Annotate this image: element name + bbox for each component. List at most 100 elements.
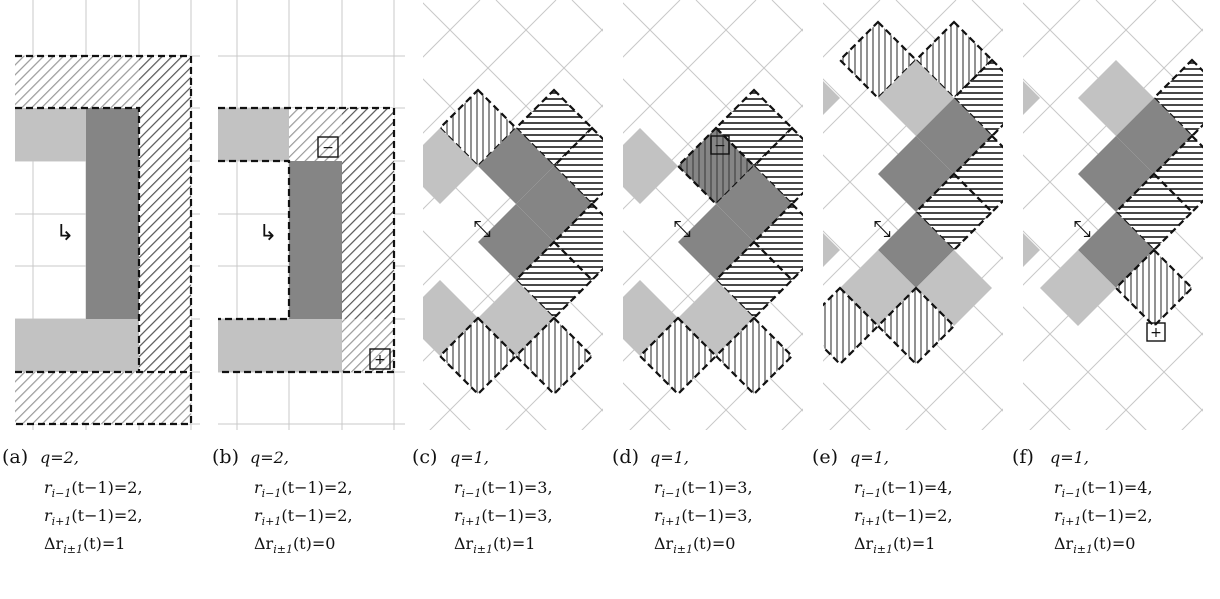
svg-text:−: − [714, 138, 726, 154]
light-cell [823, 81, 840, 115]
caption-r-prev: ri−1(t−1)=4, [1054, 478, 1153, 501]
caption-r-next: ri+1(t−1)=3, [454, 506, 553, 529]
dashed-boundary [438, 316, 518, 396]
light-cell [1040, 250, 1116, 326]
dashed-boundary [1114, 248, 1194, 328]
caption-delta-r: Δri±1(t)=1 [454, 534, 536, 557]
dashed-boundary [218, 106, 396, 374]
dashed-boundary [1152, 58, 1203, 138]
caption-r-next: ri+1(t−1)=2, [254, 506, 353, 529]
caption-q: q=2, [250, 448, 289, 467]
light-cell [15, 108, 86, 161]
caption-letter: (e) [812, 446, 839, 468]
caption-delta-r: Δri±1(t)=1 [854, 534, 936, 557]
plus-marker: + [1146, 322, 1166, 342]
dashed-boundary [514, 88, 594, 168]
hatched-cell [289, 108, 342, 161]
caption-r-prev: ri−1(t−1)=2, [254, 478, 353, 501]
hatched-cell [15, 56, 139, 108]
caption-q: q=2, [40, 448, 79, 467]
dashed-boundary [638, 316, 718, 396]
dashed-boundary [714, 88, 794, 168]
dashed-boundary [876, 286, 956, 366]
dashed-boundary [1114, 172, 1194, 252]
panel-a [15, 0, 200, 430]
caption-delta-r: Δri±1(t)=1 [44, 534, 126, 557]
minus-marker: − [710, 135, 730, 155]
caption-q: q=1, [850, 448, 889, 467]
hatched-cell [342, 319, 394, 372]
light-cell [823, 233, 840, 267]
caption-delta-r: Δri±1(t)=0 [254, 534, 336, 557]
dashed-boundary [514, 316, 594, 396]
minus-marker [317, 136, 339, 158]
light-cell [15, 319, 139, 372]
panel-b [218, 0, 405, 430]
dashed-boundary [514, 240, 594, 320]
hatched-cell [1154, 60, 1203, 136]
plus-glyph: + [374, 352, 386, 368]
dashed-boundary [838, 20, 918, 100]
light-cell [218, 319, 342, 372]
hatched-cell [15, 372, 191, 424]
dashed-boundary [552, 202, 603, 282]
light-cell [623, 280, 678, 356]
direction-arrow-icon: ⤡ [473, 217, 491, 242]
caption-letter: (f) [1012, 446, 1034, 468]
direction-arrow-icon: ↳ [56, 221, 74, 246]
svg-text:+: + [1150, 325, 1162, 341]
hatched-cell [754, 204, 803, 280]
hatched-cell [554, 204, 603, 280]
panel-c [423, 0, 603, 430]
minus-glyph: − [322, 140, 334, 156]
figure-diagram: −+ −+↳↳⤡⤡⤡⤡ [15, 0, 1203, 430]
panel-f [1023, 0, 1203, 430]
hatched-cell [554, 128, 603, 204]
caption-r-prev: ri−1(t−1)=2, [44, 478, 143, 501]
light-cell [1023, 81, 1040, 115]
caption-q: q=1, [650, 448, 689, 467]
dashed-boundary [752, 202, 803, 282]
caption-r-prev: ri−1(t−1)=3, [454, 478, 553, 501]
caption-r-prev: ri−1(t−1)=3, [654, 478, 753, 501]
caption-letter: (b) [212, 446, 239, 468]
panel-e [823, 0, 1003, 430]
caption-r-next: ri+1(t−1)=2, [1054, 506, 1153, 529]
dark-cell [86, 108, 139, 319]
dashed-boundary [914, 20, 994, 100]
direction-arrow-icon: ↳ [259, 221, 277, 246]
caption-r-next: ri+1(t−1)=2, [44, 506, 143, 529]
caption-letter: (d) [612, 446, 639, 468]
dashed-boundary [15, 54, 193, 426]
hatched-cell [954, 60, 1003, 136]
light-cell [423, 280, 478, 356]
direction-arrow-icon: ⤡ [873, 217, 891, 242]
hatched-cell [1154, 136, 1203, 212]
caption-q: q=1, [450, 448, 489, 467]
hatched-cell [139, 56, 191, 372]
dark-cell [289, 161, 342, 319]
light-cell [218, 108, 289, 161]
dashed-boundary [914, 172, 994, 252]
direction-arrow-icon: ⤡ [673, 217, 691, 242]
hatched-cell [342, 108, 394, 319]
caption-delta-r: Δri±1(t)=0 [654, 534, 736, 557]
dashed-boundary [1152, 134, 1203, 214]
caption-delta-r: Δri±1(t)=0 [1054, 534, 1136, 557]
dashed-boundary [714, 240, 794, 320]
light-cell [423, 128, 478, 204]
caption-letter: (c) [412, 446, 438, 468]
caption-r-prev: ri−1(t−1)=4, [854, 478, 953, 501]
dashed-boundary [552, 126, 603, 206]
hatched-cell [754, 128, 803, 204]
panel-d [623, 0, 803, 430]
caption-r-next: ri+1(t−1)=2, [854, 506, 953, 529]
dashed-boundary [752, 126, 803, 206]
dashed-boundary [438, 88, 518, 168]
caption-r-next: ri+1(t−1)=3, [654, 506, 753, 529]
plus-marker [369, 348, 391, 370]
dashed-boundary [823, 286, 880, 366]
dashed-boundary [952, 134, 1003, 214]
hatched-cell [954, 136, 1003, 212]
dashed-boundary [952, 58, 1003, 138]
